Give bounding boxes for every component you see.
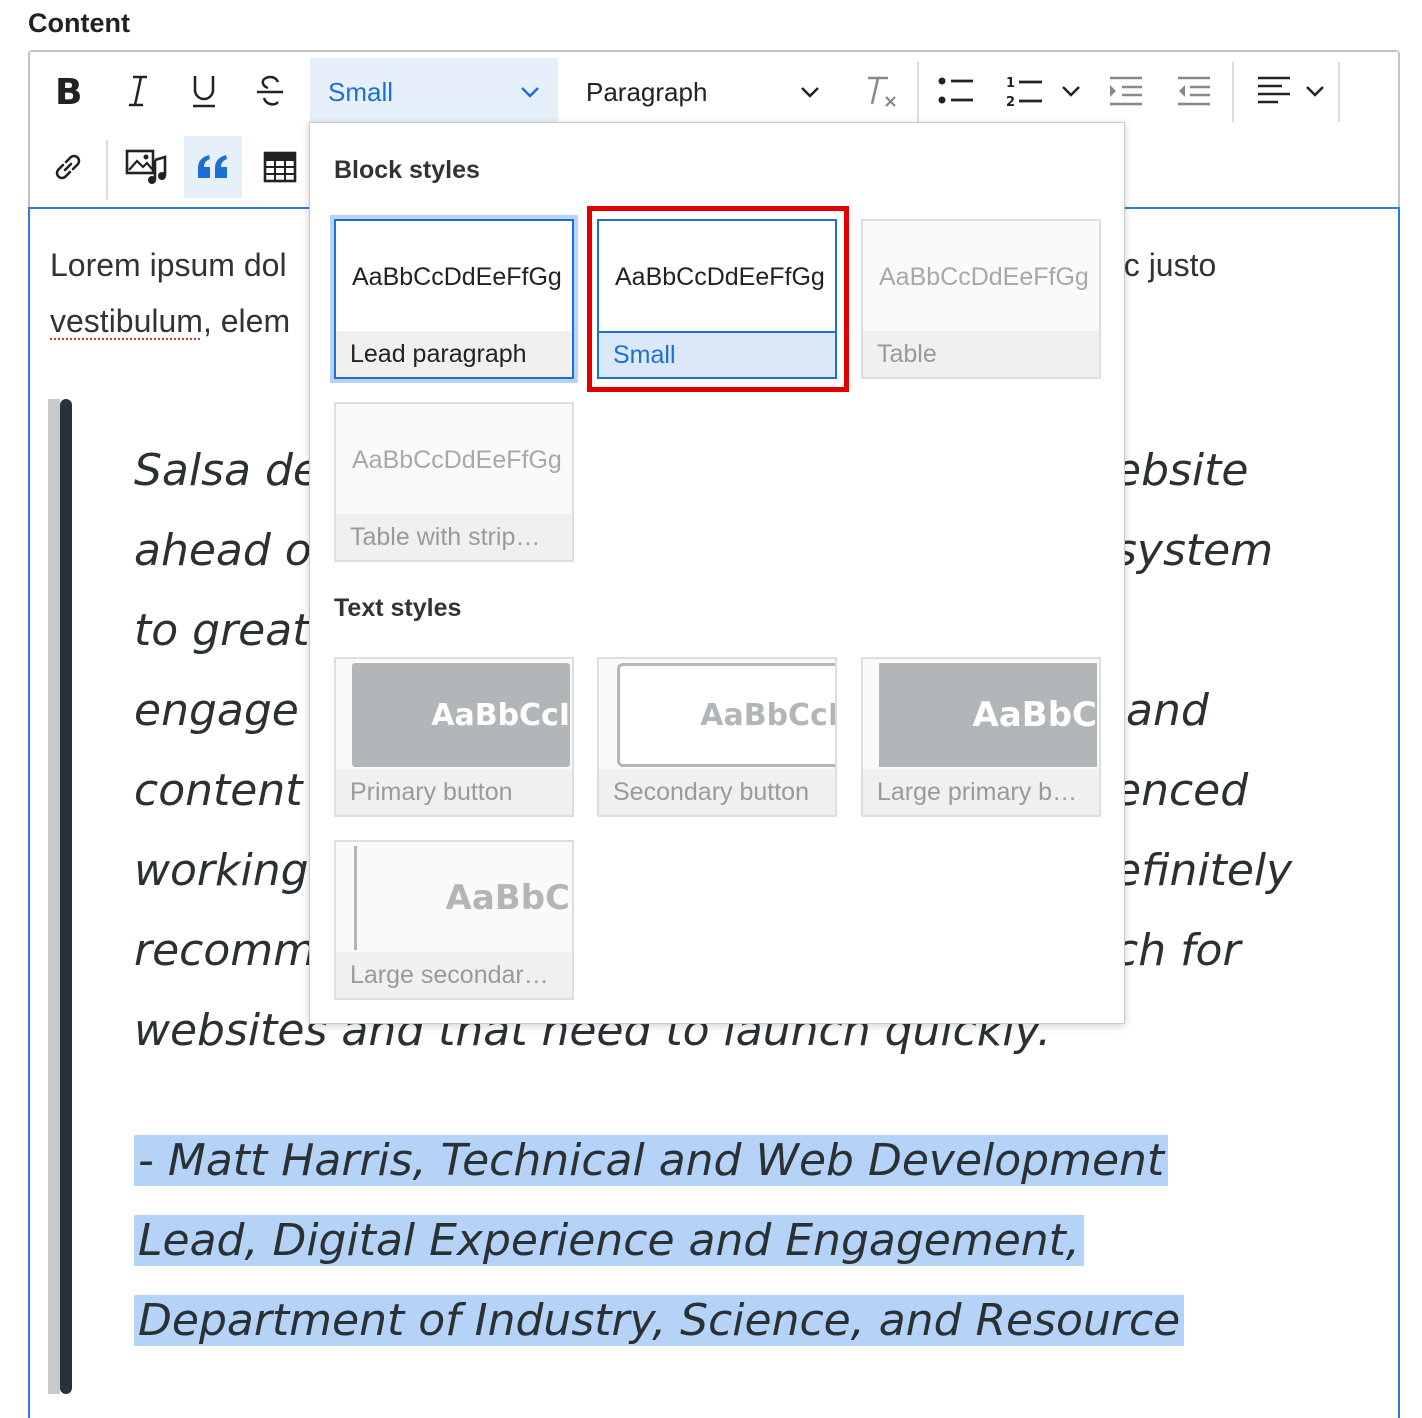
block-styles-heading: Block styles	[334, 156, 480, 184]
remove-format-icon	[868, 76, 896, 107]
style-preview: AaBbCcDdEeFfGg	[336, 221, 572, 333]
style-label: Table	[863, 331, 1099, 377]
style-label: Table with strip…	[336, 514, 572, 560]
toolbar-separator	[1232, 62, 1234, 122]
quote-line: to great	[134, 605, 310, 656]
selected-text: Lead, Digital Experience and Engagement,	[134, 1215, 1084, 1266]
style-dropdown[interactable]: Small	[310, 58, 558, 126]
svg-text:B: B	[55, 74, 82, 108]
styles-dropdown-panel: Block styles AaBbCcDdEeFfGg Lead paragra…	[309, 122, 1125, 1024]
blockquote-rail	[48, 399, 60, 1394]
editor-content[interactable]: Lorem ipsum dol ac justo vestibulum, ele…	[28, 207, 1400, 1418]
media-button[interactable]	[122, 136, 170, 198]
style-tile-secondary-button[interactable]: AaBbCcI Secondary button	[597, 657, 837, 817]
chevron-down-icon	[1062, 86, 1080, 97]
style-tile-table[interactable]: AaBbCcDdEeFfGg Table	[861, 219, 1101, 379]
italic-button[interactable]	[116, 60, 160, 122]
outdent-icon	[1178, 76, 1210, 106]
numbered-list-options-button[interactable]	[1058, 60, 1084, 122]
align-left-icon	[1258, 76, 1290, 104]
style-label: Large secondar…	[336, 952, 572, 998]
style-preview: AaBbC	[879, 663, 1097, 767]
blockquote-button[interactable]	[184, 136, 242, 198]
blockquote-bar	[60, 399, 72, 1394]
misspelled-word: vestibulum	[50, 303, 203, 339]
svg-text:1: 1	[1006, 76, 1015, 91]
media-icon	[125, 149, 167, 184]
style-tile-small[interactable]: AaBbCcDdEeFfGg Small	[597, 219, 837, 379]
link-icon	[55, 154, 81, 180]
style-label: Small	[599, 331, 835, 377]
indent-button[interactable]	[1104, 60, 1148, 122]
toolbar-separator	[1338, 62, 1340, 122]
quote-attribution[interactable]: - Matt Harris, Technical and Web Develop…	[134, 1121, 1334, 1361]
numbered-list-icon: 12	[1006, 76, 1042, 108]
style-preview: AaBbCcDdEeFfGg	[352, 445, 562, 474]
selected-text: Department of Industry, Science, and Res…	[134, 1295, 1185, 1346]
style-tile-primary-button[interactable]: AaBbCcI Primary button	[334, 657, 574, 817]
strikethrough-button[interactable]	[248, 60, 292, 122]
blockquote-icon	[198, 155, 227, 178]
style-label: Primary button	[336, 769, 572, 815]
toolbar-separator	[106, 140, 108, 200]
field-label: Content	[28, 8, 130, 38]
style-preview: AaBbCcI	[617, 663, 835, 767]
style-label: Secondary button	[599, 769, 835, 815]
bold-button[interactable]: B	[46, 60, 90, 122]
heading-dropdown-value: Paragraph	[586, 76, 708, 107]
toolbar-separator	[917, 62, 919, 122]
outdent-button[interactable]	[1172, 60, 1216, 122]
alignment-button[interactable]	[1252, 60, 1296, 122]
italic-icon	[129, 75, 147, 107]
table-button[interactable]	[258, 136, 302, 198]
underline-button[interactable]	[182, 60, 226, 122]
style-label: Lead paragraph	[336, 331, 572, 377]
chevron-down-icon	[801, 87, 819, 98]
style-dropdown-value: Small	[328, 76, 394, 107]
svg-text:2: 2	[1006, 95, 1015, 108]
chevron-down-icon	[521, 87, 539, 98]
style-tile-large-primary-button[interactable]: AaBbC Large primary b…	[861, 657, 1101, 817]
link-button[interactable]	[46, 136, 90, 198]
style-tile-large-secondary-button[interactable]: AaBbC Large secondar…	[334, 840, 574, 1000]
style-label: Large primary b…	[863, 769, 1099, 815]
chevron-down-icon	[1306, 86, 1324, 97]
underline-icon	[193, 76, 215, 108]
table-icon	[263, 151, 297, 183]
style-preview: AaBbC	[354, 846, 570, 950]
style-preview: AaBbCcDdEeFfGg	[599, 221, 835, 333]
alignment-options-button[interactable]	[1302, 60, 1328, 122]
bulleted-list-button[interactable]	[934, 60, 978, 122]
text-styles-heading: Text styles	[334, 594, 462, 622]
style-preview: AaBbCcDdEeFfGg	[879, 262, 1089, 291]
style-tile-lead-paragraph[interactable]: AaBbCcDdEeFfGg Lead paragraph	[334, 219, 574, 379]
bold-icon: B	[55, 74, 82, 108]
remove-format-button[interactable]	[860, 60, 904, 122]
heading-dropdown[interactable]: Paragraph	[568, 58, 838, 126]
selected-text: - Matt Harris, Technical and Web Develop…	[134, 1135, 1169, 1186]
bulleted-list-icon	[938, 77, 973, 104]
strikethrough-icon	[257, 75, 283, 106]
style-tile-table-striped[interactable]: AaBbCcDdEeFfGg Table with strip…	[334, 402, 574, 562]
indent-icon	[1110, 76, 1142, 106]
style-preview: AaBbCcI	[352, 663, 570, 767]
